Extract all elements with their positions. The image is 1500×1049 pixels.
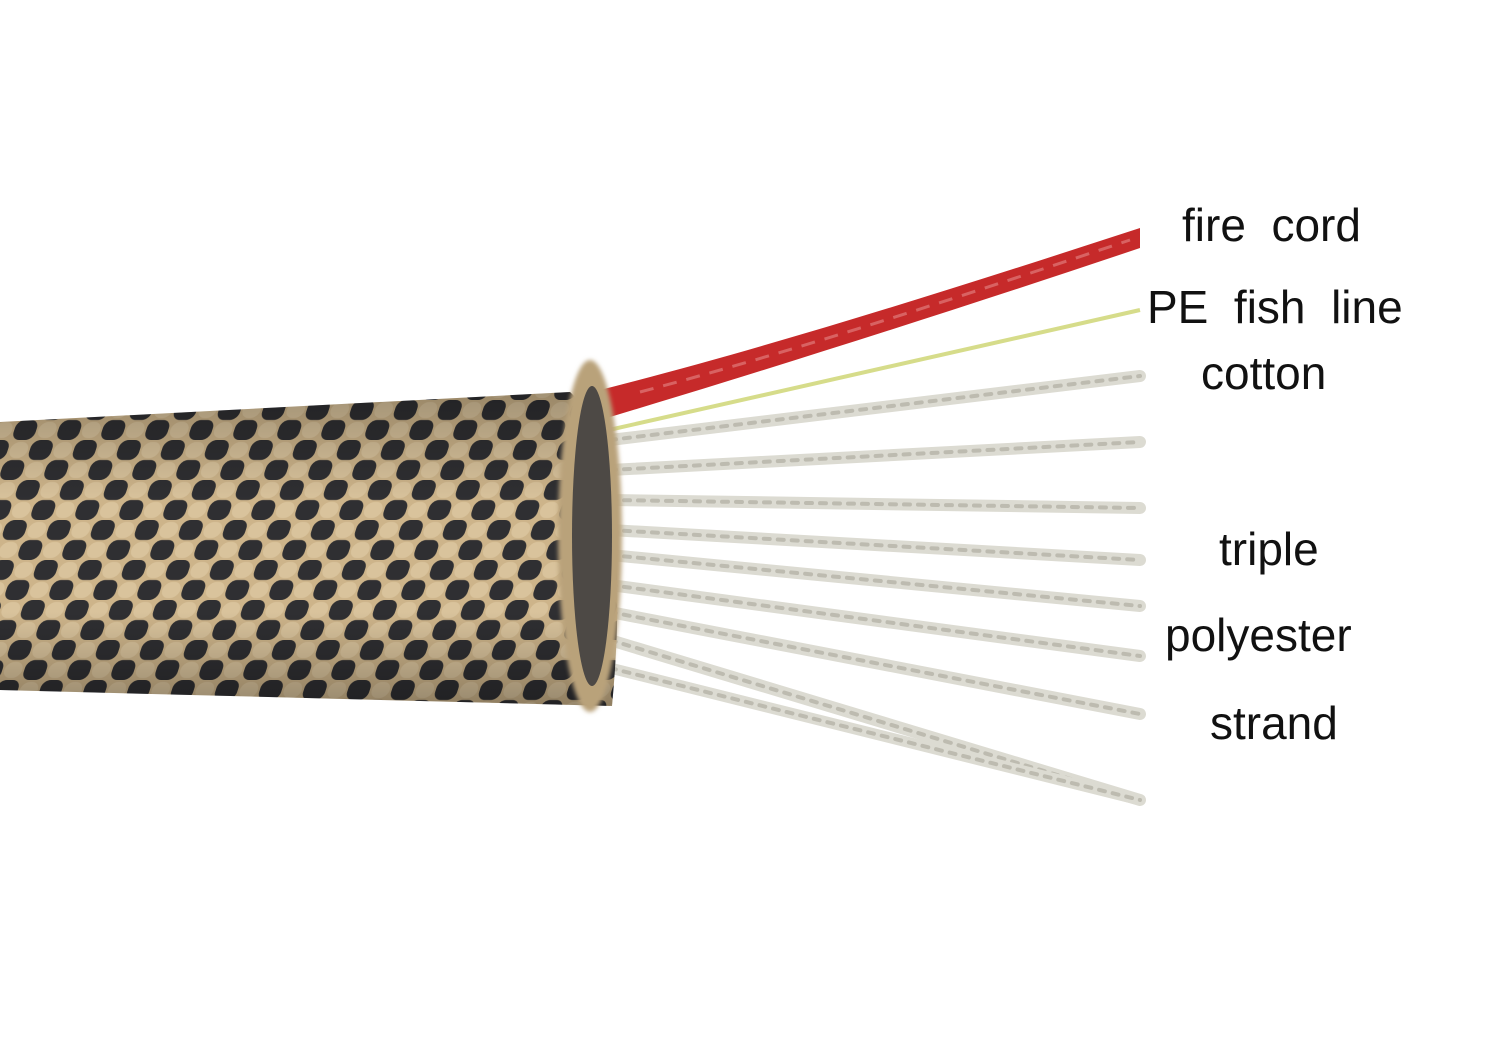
label-strand: strand	[1210, 697, 1338, 749]
label-pe-fish-line: PE fish line	[1147, 281, 1403, 333]
strand-twist	[608, 553, 1142, 608]
label-fire-cord: fire cord	[1182, 199, 1361, 251]
strand-twist	[608, 498, 1142, 510]
strand-twist	[608, 528, 1142, 562]
strand-twist	[608, 610, 1142, 716]
strand-twist	[608, 583, 1142, 658]
label-cotton: cotton	[1201, 347, 1327, 399]
strand-twist	[608, 374, 1142, 442]
label-polyester: polyester	[1165, 609, 1352, 661]
strand-twist	[608, 666, 1142, 802]
fire-cord	[592, 228, 1140, 420]
strand-twist	[608, 440, 1142, 472]
polyester-strands	[604, 370, 1146, 806]
braided-sleeve	[0, 360, 622, 712]
pe-fish-line	[599, 308, 1141, 434]
label-triple: triple	[1219, 523, 1319, 575]
